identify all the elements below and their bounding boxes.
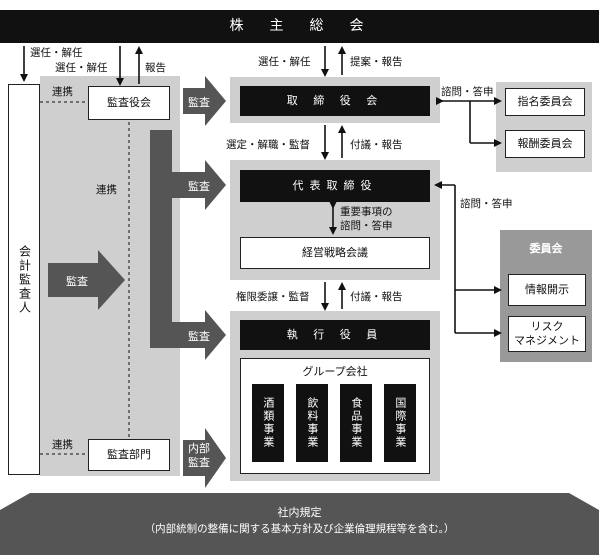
- label-report: 報告: [145, 62, 166, 74]
- committee-title: 委員会: [529, 242, 563, 256]
- group-item: 国際事業: [384, 384, 416, 462]
- label-consult-answer: 諮問・答申: [441, 86, 494, 98]
- group-item: 酒類事業: [252, 384, 284, 462]
- label-renkei: 連携: [52, 86, 73, 98]
- compensation-committee: 報酬委員会: [505, 130, 585, 158]
- label-consult-answer: 諮問・答申: [460, 198, 513, 210]
- label-kansa: 監査: [188, 180, 210, 193]
- group-item: 飲料事業: [296, 384, 328, 462]
- label-delegate-supervise: 権限委譲・監督: [236, 291, 310, 303]
- executive-officers: 執 行 役 員: [240, 320, 430, 350]
- label-renkei: 連携: [96, 184, 117, 196]
- rules-title: 社内規定: [277, 506, 322, 520]
- rules-shape: [0, 493, 599, 555]
- representative-director: 代表取締役: [240, 170, 430, 202]
- risk-management-box: リスク マネジメント: [508, 316, 586, 352]
- nomination-committee: 指名委員会: [505, 88, 585, 116]
- label-elect-dismiss: 選任・解任: [30, 47, 83, 59]
- label-propose-report: 提案・報告: [350, 56, 403, 68]
- accounting-auditor: 会計監査人: [8, 84, 40, 475]
- label-internal-audit: 内部 監査: [188, 442, 210, 469]
- label-select-supervise: 選定・解職・監督: [226, 139, 310, 151]
- kansa-arrow-2: [150, 130, 226, 360]
- kansa-arrow-1: [183, 76, 226, 126]
- board-of-directors: 取 締 役 会: [240, 86, 430, 116]
- audit-board: 監査役会: [88, 86, 170, 120]
- shareholders-meeting: 株 主 総 会: [0, 10, 599, 43]
- label-renkei: 連携: [52, 439, 73, 451]
- group-title: グループ会社: [302, 365, 368, 378]
- strategy-meeting: 経営戦略会議: [240, 237, 430, 269]
- rules-subtitle: （内部統制の整備に関する基本方針及び企業倫理規程等を含む。）: [144, 523, 455, 536]
- label-important-consult: 重要事項の 諮問・答申: [340, 206, 393, 232]
- label-elect-dismiss: 選任・解任: [55, 62, 108, 74]
- label-kansa: 監査: [188, 96, 210, 109]
- label-kansa: 監査: [66, 275, 88, 288]
- label-discuss-report: 付議・報告: [350, 139, 403, 151]
- audit-department: 監査部門: [88, 439, 170, 471]
- disclosure-box: 情報開示: [508, 274, 586, 306]
- label-kansa: 監査: [188, 330, 210, 343]
- kansa-arrow-left: [48, 250, 125, 310]
- internal-audit-arrow: [183, 428, 226, 488]
- group-item: 食品事業: [340, 384, 372, 462]
- label-discuss-report: 付議・報告: [350, 291, 403, 303]
- label-elect-dismiss: 選任・解任: [258, 56, 311, 68]
